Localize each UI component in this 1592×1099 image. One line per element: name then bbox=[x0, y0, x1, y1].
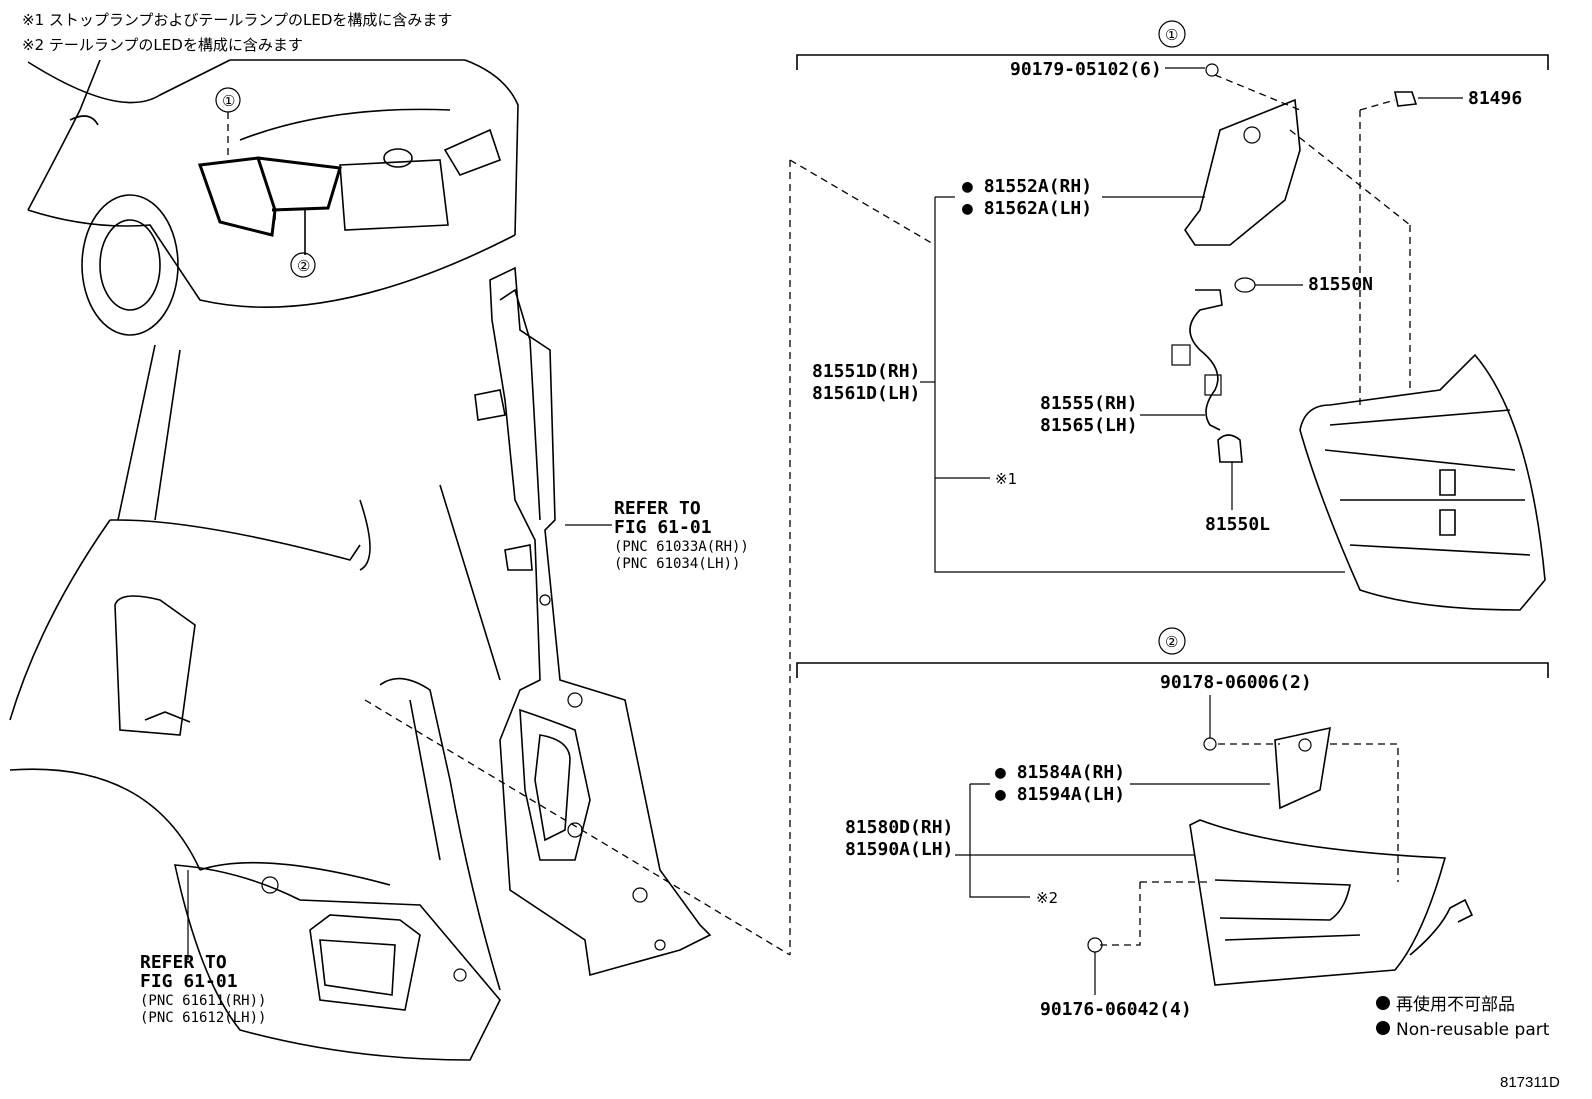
car-callout-1: ① bbox=[222, 93, 235, 110]
refer-lower-line1: REFER TO bbox=[140, 952, 227, 973]
refer-lower-line2: FIG 61-01 bbox=[140, 971, 238, 992]
label-81555: 81555(RH) bbox=[1040, 393, 1138, 414]
label-90176-06042: 90176-06042(4) bbox=[1040, 999, 1192, 1020]
legend-dot-ja bbox=[1376, 996, 1390, 1010]
car-callout-2: ② bbox=[297, 258, 310, 275]
group-1: ① 90179-05102(6) 81496 ● 81552A(RH) ● 81… bbox=[796, 20, 1549, 611]
label-81565: 81565(LH) bbox=[1040, 415, 1138, 436]
label-81590a: 81590A(LH) bbox=[845, 839, 953, 860]
legend-en: Non-reusable part bbox=[1396, 1020, 1550, 1040]
label-81584a: ● 81584A(RH) bbox=[995, 762, 1125, 783]
label-90178-06006: 90178-06006(2) bbox=[1160, 672, 1312, 693]
rear-pillar-illustration bbox=[474, 266, 712, 977]
label-81551d: 81551D(RH) bbox=[812, 361, 920, 382]
refer-upper-line2: FIG 61-01 bbox=[614, 517, 712, 538]
label-90179-05102: 90179-05102(6) bbox=[1010, 59, 1162, 80]
refer-upper-line3: (PNC 61033A(RH)) bbox=[614, 539, 749, 555]
group-2: ② 90178-06006(2) ● 81584A(RH) ● 81594A(L… bbox=[796, 627, 1549, 1020]
label-81580d: 81580D(RH) bbox=[845, 817, 953, 838]
refer-lower-line3: (PNC 61611(RH)) bbox=[140, 993, 266, 1009]
car-rear-illustration: ① ② bbox=[27, 59, 519, 336]
refer-upper-line4: (PNC 61034(LH)) bbox=[614, 556, 740, 572]
diagram-code: 817311D bbox=[1500, 1074, 1560, 1091]
refer-to-upper: REFER TO FIG 61-01 (PNC 61033A(RH)) (PNC… bbox=[614, 498, 749, 572]
quarter-panel-illustration bbox=[9, 344, 501, 1061]
label-81550n: 81550N bbox=[1308, 274, 1373, 295]
group-1-note-ref: ※1 bbox=[995, 470, 1017, 488]
label-81496: 81496 bbox=[1468, 88, 1522, 109]
legend: 再使用不可部品 Non-reusable part bbox=[1376, 994, 1550, 1040]
label-81561d: 81561D(LH) bbox=[812, 383, 920, 404]
label-81562a: ● 81562A(LH) bbox=[962, 198, 1092, 219]
group-2-note-ref: ※2 bbox=[1036, 889, 1058, 907]
label-81552a: ● 81552A(RH) bbox=[962, 176, 1092, 197]
label-81594a: ● 81594A(LH) bbox=[995, 784, 1125, 805]
refer-to-lower: REFER TO FIG 61-01 (PNC 61611(RH)) (PNC … bbox=[140, 952, 266, 1026]
refer-lower-line4: (PNC 61612(LH)) bbox=[140, 1010, 266, 1026]
label-81550l: 81550L bbox=[1205, 514, 1270, 535]
refer-upper-line1: REFER TO bbox=[614, 498, 701, 519]
note-1: ※1 ストップランプおよびテールランプのLEDを構成に含みます bbox=[22, 11, 452, 29]
group-2-marker: ② bbox=[1165, 634, 1178, 651]
legend-dot-en bbox=[1376, 1021, 1390, 1035]
group-1-marker: ① bbox=[1165, 27, 1178, 44]
note-2: ※2 テールランプのLEDを構成に含みます bbox=[22, 36, 303, 54]
legend-ja: 再使用不可部品 bbox=[1396, 994, 1515, 1015]
